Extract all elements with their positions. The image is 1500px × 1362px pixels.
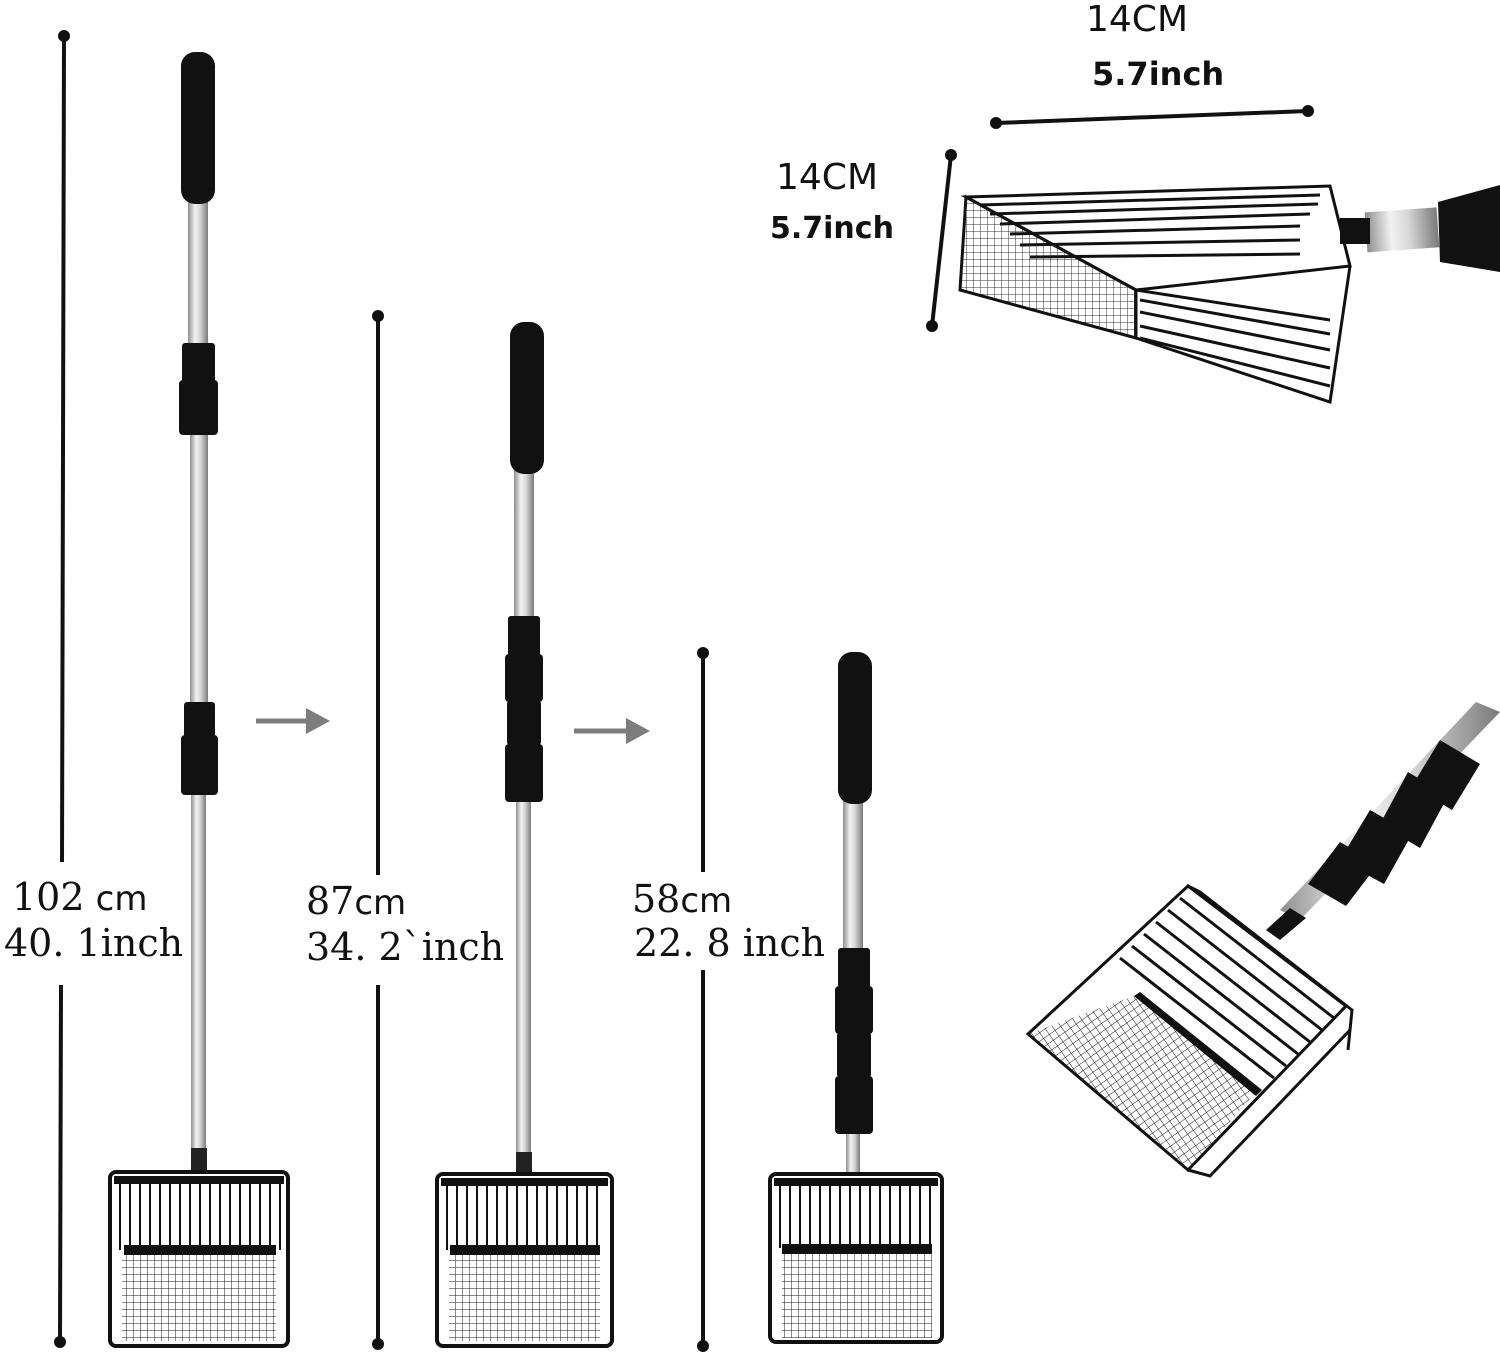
measure-line-102: [54, 30, 70, 1348]
arrow-right-icon: [256, 708, 330, 734]
length-label-58: 58cm: [628, 877, 737, 921]
length-label-87: 87cm: [302, 879, 411, 923]
measure-line-87: [372, 310, 384, 1350]
basket-width-inch: 5.7inch: [1092, 55, 1225, 93]
length-inch-label-102: 40. 1inch: [0, 922, 188, 964]
basket-depth-cm: 14CM: [776, 157, 879, 198]
scoop-collapsed: [768, 652, 944, 1344]
scoop-medium: [435, 322, 614, 1348]
length-cm-unit: cm: [95, 879, 148, 919]
length-cm-value: 102: [12, 875, 85, 919]
length-cm-value: 58: [632, 877, 681, 921]
arrow-right-icon: [574, 718, 650, 744]
basket-depth-inch: 5.7inch: [770, 211, 894, 246]
basket-angled-view: [1025, 702, 1500, 1178]
length-inch-label-87: 34. 2`inch: [302, 926, 509, 968]
length-inch-label-58: 22. 8 inch: [630, 922, 830, 964]
length-label-102: 102 cm: [8, 875, 152, 919]
basket-width-cm: 14CM: [1086, 0, 1189, 40]
scoop-extended: [108, 52, 290, 1348]
length-cm-unit: cm: [680, 881, 733, 921]
basket-side-view: [926, 105, 1500, 404]
length-cm-value: 87: [306, 879, 355, 923]
length-cm-unit: cm: [354, 883, 407, 923]
measure-line-58: [697, 647, 709, 1352]
